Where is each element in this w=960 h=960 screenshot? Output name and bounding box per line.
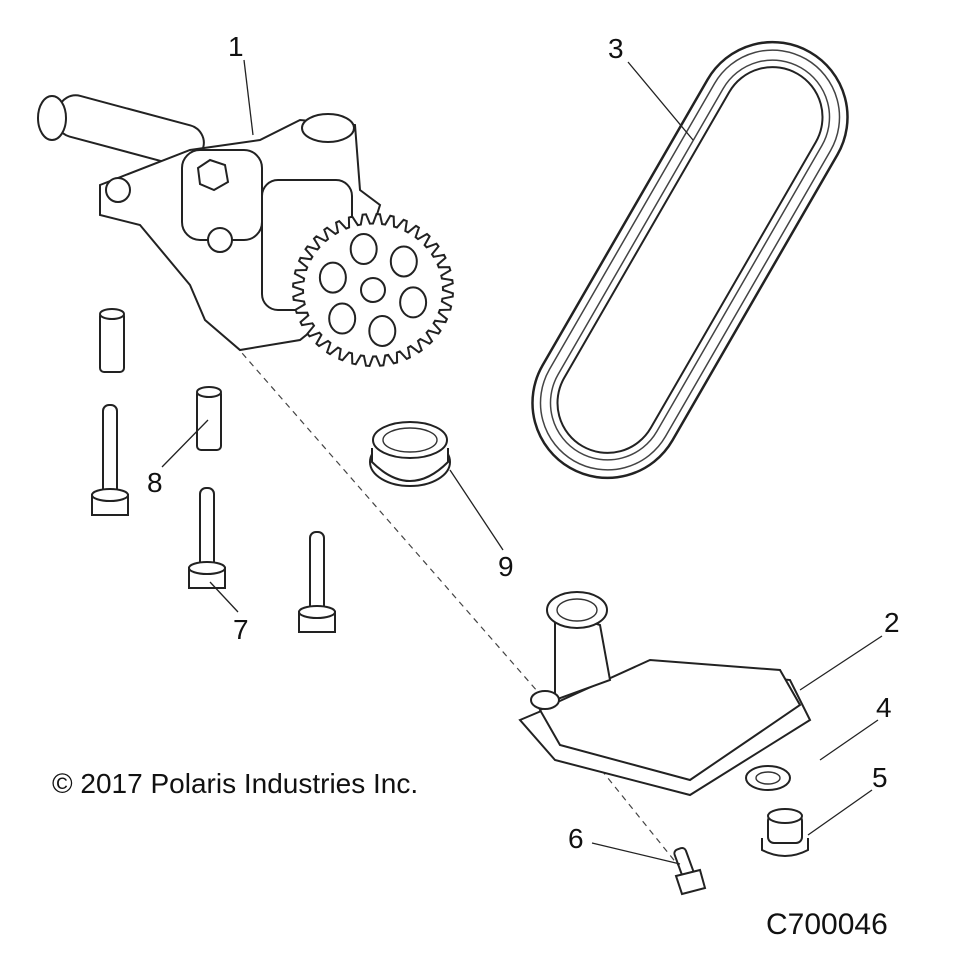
dowel-pins	[99, 308, 222, 451]
sprocket-hole	[389, 245, 418, 278]
callout-5: 5	[872, 762, 888, 793]
alignment-dashed-line	[234, 344, 691, 881]
callout-2: 2	[884, 607, 900, 638]
callout-3: 3	[608, 33, 624, 64]
callout-6: 6	[568, 823, 584, 854]
drive-belt	[531, 40, 849, 480]
copyright-notice: © 2017 Polaris Industries Inc.	[52, 768, 419, 799]
bolts	[91, 404, 336, 633]
sprocket-hole	[399, 286, 428, 319]
leader-lines	[161, 59, 883, 865]
seal-ring	[369, 421, 451, 487]
sprocket-hub	[360, 277, 386, 303]
screw	[673, 846, 707, 896]
oil-pickup-cover	[518, 591, 812, 797]
pump-sprocket	[292, 213, 454, 367]
callout-4: 4	[876, 692, 892, 723]
washer	[745, 765, 791, 791]
sprocket-hole	[349, 233, 378, 266]
sprocket-hole	[328, 302, 357, 335]
sprocket-hole	[368, 314, 397, 347]
callout-7: 7	[233, 614, 249, 645]
callout-1: 1	[228, 31, 244, 62]
sprocket-hole	[318, 261, 347, 294]
callout-8: 8	[147, 467, 163, 498]
drawing-id: C700046	[766, 908, 888, 941]
callout-9: 9	[498, 551, 514, 582]
drain-plug	[761, 808, 809, 857]
